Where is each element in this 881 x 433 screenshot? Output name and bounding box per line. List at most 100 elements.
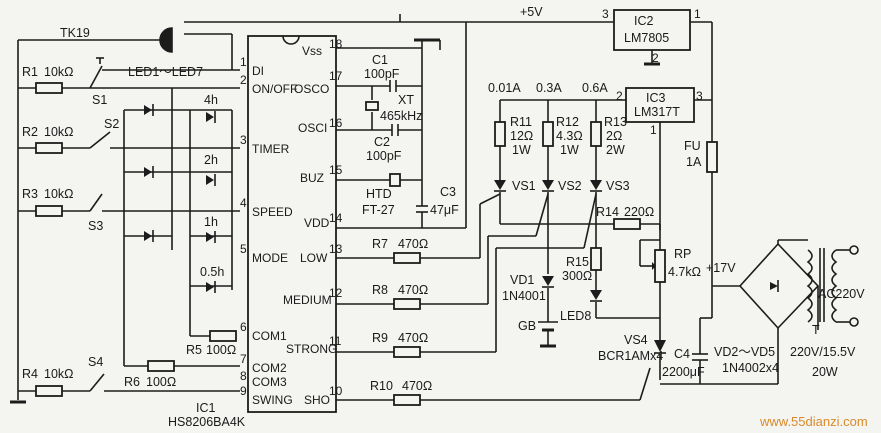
ic1-pin12-num: 12 [329,286,343,300]
led-diode-1h [206,231,216,243]
vs1-label: VS1 [512,179,536,193]
vs2-label: VS2 [558,179,582,193]
ic1-pin18-num: 18 [329,37,343,51]
oscillator-section: C1 100pF XT 465kHz C2 100pF HTD FT-27 C3… [336,22,467,229]
r2-resistor [35,142,63,154]
r10-value: 470Ω [402,379,432,393]
fuse [706,141,718,173]
c4-value: 2200μF [662,365,705,379]
r13-resistor [590,121,602,147]
input-network: R1 10kΩ S1 LED1～LED7 R2 10kΩ S2 R3 10kΩ … [18,57,240,397]
led-05h-label: 0.5h [200,265,224,279]
current-high: 0.6A [582,81,608,95]
r9-value: 470Ω [398,331,428,345]
led-1h-label: 1h [204,215,218,229]
r15-resistor [590,247,602,271]
transformer-symbol [806,245,859,327]
current-regulator: IC3 LM317T 2 3 1 0.01A 0.3A 0.6A R11 12Ω… [488,81,778,385]
ic2-pin2: 2 [652,51,659,65]
r12-value: 4.3Ω [556,129,583,143]
r8-resistor [393,298,421,310]
r3-value: 10kΩ [44,187,74,201]
s1-label: S1 [92,93,107,107]
r1-resistor [35,82,63,94]
led-diode-1 [144,104,154,116]
led-diode-2h [206,174,216,186]
ic1-pin3-label: TIMER [252,142,290,156]
ic1-pin14-label: VDD [304,216,330,230]
bridge-part: 1N4002x4 [722,361,779,375]
ic1-pin9-num: 9 [240,384,247,398]
ic1-pin9-label: SWING [252,393,293,407]
ic2-pin1: 1 [694,7,701,21]
rp-value: 4.7kΩ [668,265,701,279]
r2-label: R2 [22,125,38,139]
ic3-pin3: 3 [696,89,703,103]
gate-resistors: R7 470Ω R8 470Ω R9 470Ω R10 470Ω [336,193,651,406]
ic1-pin16-num: 16 [329,116,343,130]
ic2 [613,9,691,51]
ic1-pin4-num: 4 [240,196,247,210]
r14-resistor [613,218,641,230]
ic1-pin17-num: 17 [329,69,343,83]
ic1-pin3-num: 3 [240,133,247,147]
r11-value: 12Ω [510,129,533,143]
rp-potentiometer [654,249,666,283]
ic3-pin2: 2 [616,89,623,103]
r3-resistor [35,205,63,217]
ic1-pin6-label: COM1 [252,329,287,343]
vs4-name: VS4 [624,333,648,347]
led-matrix: R5 100Ω R6 100Ω 4h 2h 1h 0.5h [123,88,240,389]
led8-label: LED8 [560,309,591,323]
vd1-name: VD1 [510,273,534,287]
r12-resistor [542,121,554,147]
ic1-pin8-num: 8 [240,369,247,383]
c1-value: 100pF [364,67,400,81]
bridge-rectifier [738,242,820,330]
r8-value: 470Ω [398,283,428,297]
r12-power: 1W [560,143,579,157]
supply-5v: +5V IC2 LM7805 3 1 2 [400,5,713,100]
ic1-pin10-label: SHO [304,393,330,407]
r15-name: R15 [566,255,589,269]
transformer-name: T [812,323,820,337]
ic1-pin11-num: 11 [329,334,342,348]
ic1-part: HS8206BA4K [168,415,246,429]
vs2-triac [542,180,554,192]
s2-label: S2 [104,117,119,131]
r1-value: 10kΩ [44,65,74,79]
r7-resistor [393,252,421,264]
ic1-pin5-num: 5 [240,242,247,256]
r8-label: R8 [372,283,388,297]
ic1-pin14-num: 14 [329,211,343,225]
ic1-pin13-num: 13 [329,242,343,256]
led-diode-4h [206,111,216,123]
c3-value: 47μF [430,203,459,217]
s4-label: S4 [88,355,103,369]
r9-label: R9 [372,331,388,345]
tk19-label: TK19 [60,26,90,40]
c4-name: C4 [674,347,690,361]
buzzer [389,173,401,187]
ic1-pin12-label: MEDIUM [283,293,332,307]
r9-resistor [393,346,421,358]
ic1-pin10-num: 10 [329,384,343,398]
r3-label: R3 [22,187,38,201]
led-4h-label: 4h [204,93,218,107]
vs3-triac [590,180,602,192]
r7-label: R7 [372,237,388,251]
ic1-name: IC1 [196,401,216,415]
vs4-triac [654,340,666,352]
r5-label: R5 [186,343,202,357]
c3-name: C3 [440,185,456,199]
ic2-pin3: 3 [602,7,609,21]
ic1-pin4-label: SPEED [252,205,293,219]
ic1-pin6-num: 6 [240,320,247,334]
ic1-pin2-num: 2 [240,73,247,87]
ic1-pin2-label: ON/OFF [252,82,297,96]
led-2h-label: 2h [204,153,218,167]
s3-label: S3 [88,219,103,233]
r4-resistor [35,385,63,397]
buzzer-name: HTD [366,187,392,201]
